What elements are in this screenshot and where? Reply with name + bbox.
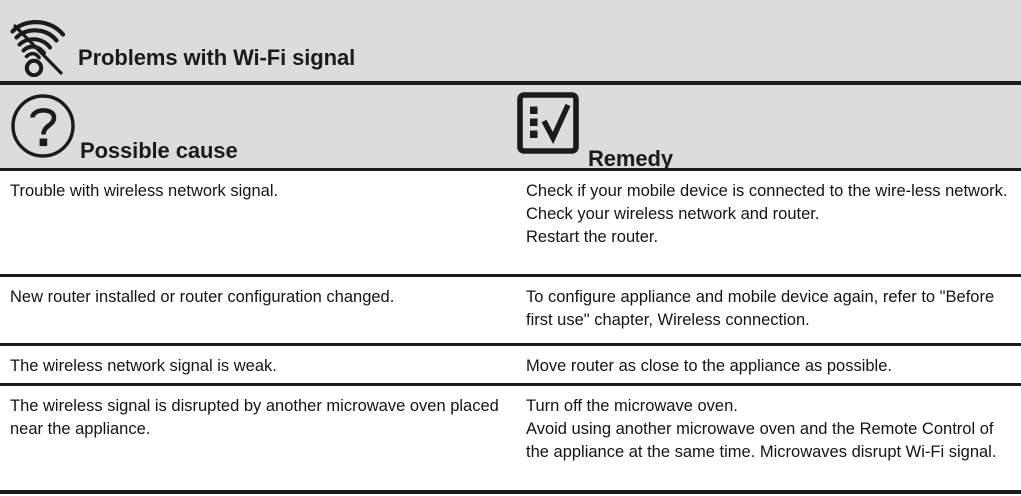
remedy-line: To configure appliance and mobile device… bbox=[526, 288, 995, 329]
divider-title-bottom bbox=[0, 81, 1021, 85]
table-row: Trouble with wireless network signal. Ch… bbox=[0, 171, 1021, 274]
remedy-line: Check your wireless network and router. bbox=[526, 205, 820, 223]
remedy-line: Avoid using another microwave oven and t… bbox=[526, 420, 997, 461]
question-mark-circle-icon bbox=[9, 92, 77, 160]
column-header-possible-cause: Possible cause bbox=[80, 138, 238, 163]
cell-remedy: Turn off the microwave oven. Avoid using… bbox=[513, 386, 1021, 490]
table-row: New router installed or router configura… bbox=[0, 274, 1021, 343]
cell-possible-cause: New router installed or router configura… bbox=[0, 277, 513, 343]
remedy-line: Move router as close to the appliance as… bbox=[526, 357, 892, 375]
cause-line: The wireless network signal is weak. bbox=[10, 357, 277, 375]
cell-remedy: To configure appliance and mobile device… bbox=[513, 277, 1021, 343]
remedy-line: Check if your mobile device is connected… bbox=[526, 182, 1008, 200]
checklist-checkmark-icon bbox=[516, 91, 580, 155]
cause-line: New router installed or router configura… bbox=[10, 288, 395, 306]
column-header-remedy: Remedy bbox=[588, 146, 673, 171]
table-row: The wireless signal is disrupted by anot… bbox=[0, 383, 1021, 490]
table-column-header: Possible cause Remedy bbox=[0, 85, 1021, 171]
table-row: The wireless network signal is weak. Mov… bbox=[0, 343, 1021, 383]
cause-line: Trouble with wireless network signal. bbox=[10, 182, 279, 200]
page-title: Problems with Wi-Fi signal bbox=[78, 45, 356, 70]
cell-possible-cause: Trouble with wireless network signal. bbox=[0, 171, 513, 274]
cell-remedy: Check if your mobile device is connected… bbox=[513, 171, 1021, 274]
divider-table-bottom bbox=[0, 490, 1021, 494]
remedy-line: Turn off the microwave oven. bbox=[526, 397, 738, 415]
cell-remedy: Move router as close to the appliance as… bbox=[513, 346, 1021, 383]
remedy-line: Restart the router. bbox=[526, 228, 659, 246]
cell-possible-cause: The wireless network signal is weak. bbox=[0, 346, 513, 383]
divider-header-bottom bbox=[0, 168, 1021, 172]
cell-possible-cause: The wireless signal is disrupted by anot… bbox=[0, 386, 513, 490]
cause-line: The wireless signal is disrupted by anot… bbox=[10, 397, 499, 438]
table-body: Trouble with wireless network signal. Ch… bbox=[0, 171, 1021, 490]
wifi-no-signal-icon bbox=[6, 7, 78, 77]
section-title-bar: Problems with Wi-Fi signal bbox=[0, 0, 1021, 82]
